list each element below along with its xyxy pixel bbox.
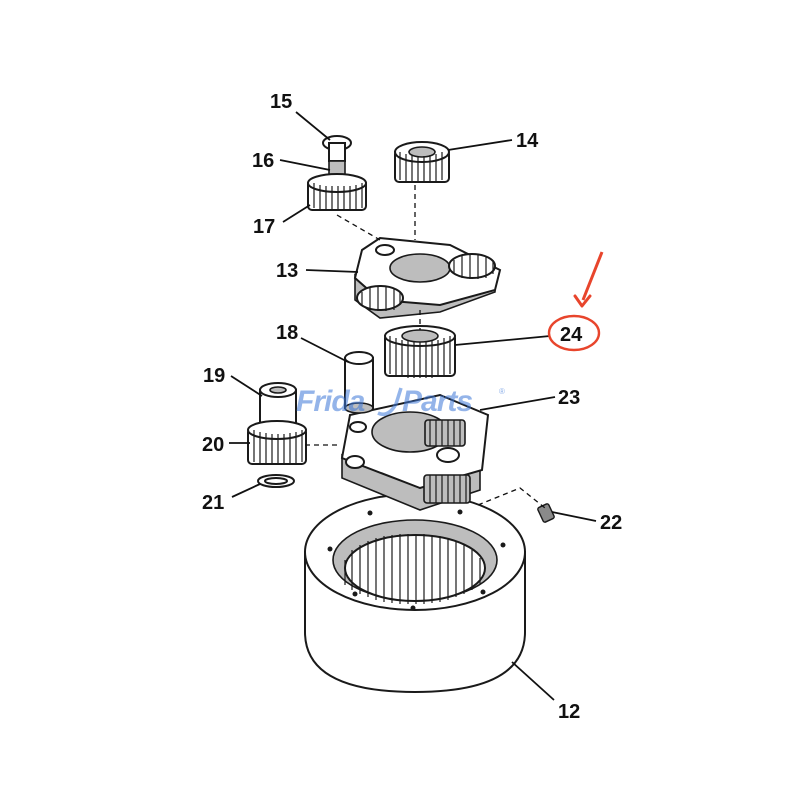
part-24-sun-gear	[384, 325, 456, 378]
highlight-arrowhead-icon	[573, 294, 592, 308]
highlight-circle	[547, 314, 601, 352]
part-18-shaft	[344, 351, 374, 414]
callout-17: 17	[253, 216, 275, 238]
callout-24: 24	[560, 324, 583, 346]
callout-18: 18	[276, 322, 298, 344]
watermark-registered: ®	[499, 387, 505, 396]
callout-13: 13	[276, 260, 298, 282]
highlight-arrow-icon	[581, 251, 604, 301]
leader-lines	[229, 111, 597, 701]
part-15-bolt	[322, 135, 352, 162]
callout-15: 15	[270, 91, 292, 113]
part-13-upper-carrier	[353, 236, 502, 319]
watermark-text-part2: Parts	[402, 385, 472, 418]
watermark-swoosh-icon	[377, 387, 403, 417]
callout-19: 19	[203, 365, 225, 387]
part-22-pin	[537, 503, 555, 523]
callout-20: 20	[202, 434, 224, 456]
part-20-planet-gear	[247, 420, 307, 465]
callout-12: 12	[558, 701, 580, 723]
callout-23: 23	[558, 387, 580, 409]
part-12-ring-gear	[304, 493, 526, 694]
part-21-washer	[257, 474, 295, 488]
part-23-planet-carrier	[340, 393, 490, 511]
highlight-marker	[547, 251, 604, 352]
callout-22: 22	[600, 512, 622, 534]
watermark-text-part1: Frida	[296, 385, 365, 418]
assembly-axes	[305, 185, 546, 509]
callout-labels: 15 16 17 14 13 18 19 20 21 23 24 22 12	[202, 91, 622, 723]
callout-14: 14	[516, 130, 539, 152]
callout-16: 16	[252, 150, 274, 172]
callout-21: 21	[202, 492, 224, 514]
part-14-gear	[394, 141, 450, 183]
watermark-logo: Frida Parts ®	[296, 385, 505, 418]
part-17-gear	[307, 173, 367, 211]
